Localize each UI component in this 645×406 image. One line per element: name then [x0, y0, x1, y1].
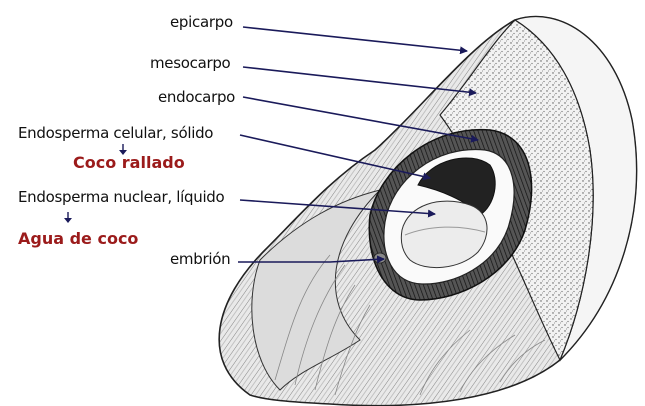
- label-endocarpo: endocarpo: [158, 88, 235, 106]
- product-coco-rallado: Coco rallado: [73, 153, 185, 173]
- product-agua-de-coco: Agua de coco: [18, 229, 138, 249]
- embryo-spot: [374, 253, 386, 263]
- label-mesocarpo: mesocarpo: [150, 54, 230, 72]
- label-endosperma-celular: Endosperma celular, sólido: [18, 124, 213, 142]
- arrow-epicarpo: [243, 27, 467, 51]
- label-embrion: embrión: [170, 250, 230, 268]
- arrow-mesocarpo: [243, 67, 476, 93]
- label-epicarpo: epicarpo: [170, 13, 233, 31]
- arrow-down-icon: [61, 212, 75, 224]
- label-endosperma-nuclear: Endosperma nuclear, líquido: [18, 188, 224, 206]
